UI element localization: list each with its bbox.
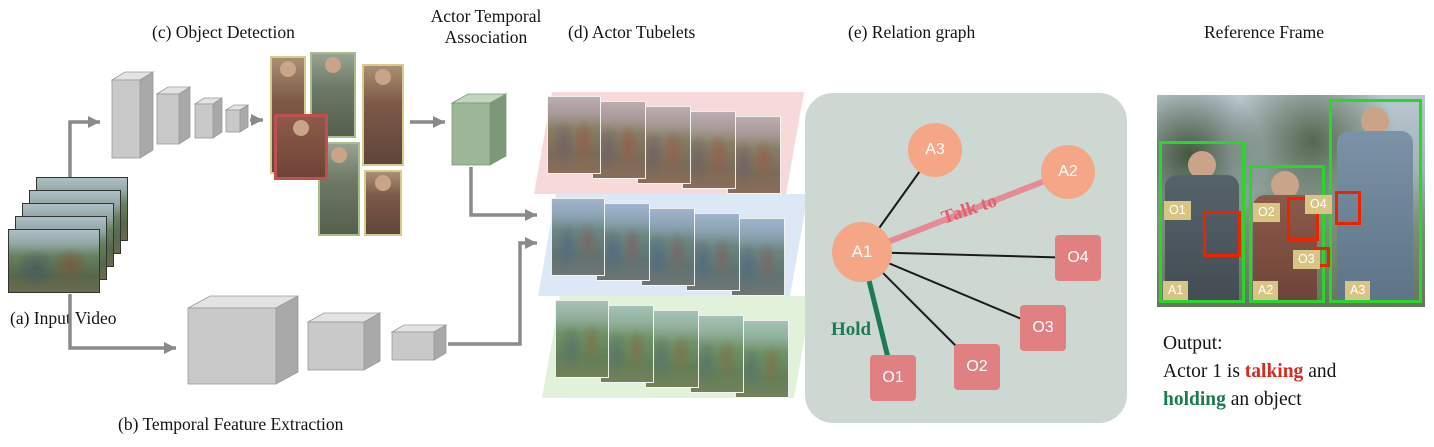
tubelet-frame — [731, 218, 785, 296]
person-figure — [1165, 151, 1239, 303]
relation-graph: A1 A2 A3 O1 O2 O3 O4 Talk to Hold — [805, 93, 1127, 423]
output-holding-word: holding — [1163, 389, 1226, 410]
output-line-2: holding an object — [1163, 386, 1336, 414]
actor-node-a1: A1 — [832, 222, 892, 282]
detected-person-crop — [364, 170, 402, 236]
tubelet-row-red — [545, 94, 797, 196]
tubelet-frame — [637, 106, 691, 184]
output-prefix: Actor 1 is — [1163, 361, 1245, 382]
box-chip-a1: A1 — [1163, 281, 1189, 300]
tubelet-frame — [641, 208, 695, 286]
tubelet-frame — [555, 300, 609, 378]
tubelet-frame — [600, 305, 654, 383]
output-heading: Output: — [1163, 333, 1223, 354]
association-block — [450, 93, 508, 166]
label-temporal-feature-extraction: (b) Temporal Feature Extraction — [118, 414, 344, 434]
edge-a1-a2-talk-to — [860, 169, 1070, 255]
actor-bounding-box-a2 — [1249, 165, 1325, 303]
output-suffix: an object — [1225, 389, 1302, 410]
tubelet-frame — [551, 198, 605, 276]
edge-a1-o3 — [861, 251, 1044, 329]
tubelet-row-green — [553, 298, 805, 400]
actor-node-a2: A2 — [1041, 145, 1095, 199]
object-bounding-box-o1 — [1203, 211, 1241, 257]
detection-crops — [268, 52, 408, 240]
output-text-block: Output: Actor 1 is talking and holding a… — [1163, 330, 1336, 414]
label-reference-frame: Reference Frame — [1204, 22, 1324, 42]
arrow-temporal-to-tubelets — [448, 237, 537, 346]
tubelet-frame — [727, 116, 781, 194]
output-talking-word: talking — [1244, 361, 1304, 382]
box-chip-a2: A2 — [1253, 281, 1279, 300]
detected-person-crop — [362, 64, 404, 166]
label-input-video: (a) Input Video — [10, 308, 117, 328]
object-bounding-box-o2 — [1287, 197, 1319, 241]
tubelet-frame — [596, 203, 650, 281]
reference-frame-image: O1 O2 O3 O4 A1 A2 A3 — [1157, 95, 1425, 307]
box-chip-o4: O4 — [1305, 195, 1332, 214]
arrow-video-to-cnn — [68, 116, 100, 180]
edge-label-hold: Hold — [831, 319, 872, 340]
tubelet-row-blue — [549, 196, 801, 298]
arrow-association-to-tubelets — [469, 167, 537, 221]
tubelet-frame — [547, 96, 601, 174]
tubelet-frame — [735, 320, 789, 398]
object-node-o3: O3 — [1020, 305, 1066, 351]
box-chip-a3: A3 — [1345, 281, 1371, 300]
label-relation-graph: (e) Relation graph — [848, 22, 976, 42]
object-bounding-box-o4 — [1335, 191, 1361, 225]
label-actor-tubelets: (d) Actor Tubelets — [568, 22, 696, 42]
edge-a1-o4 — [861, 251, 1079, 259]
label-object-detection: (c) Object Detection — [152, 22, 295, 42]
object-node-o1: O1 — [870, 355, 916, 401]
output-line-1: Actor 1 is talking and — [1163, 358, 1336, 386]
label-actor-temporal-association: Actor Temporal Association — [430, 6, 542, 47]
tubelet-frame — [686, 213, 740, 291]
output-middle: and — [1303, 361, 1337, 382]
box-chip-o1: O1 — [1164, 201, 1191, 220]
actor-node-a3: A3 — [908, 123, 962, 177]
actor-bounding-box-a1 — [1159, 141, 1245, 303]
video-frame — [8, 229, 100, 293]
box-chip-o3: O3 — [1293, 250, 1320, 269]
tubelet-frame — [645, 310, 699, 388]
tubelet-frame — [682, 111, 736, 189]
temporal-feature-blocks — [187, 295, 448, 385]
person-figure — [1337, 107, 1413, 303]
cnn-blocks — [110, 71, 250, 159]
detected-person-crop-red-box — [274, 114, 328, 180]
object-node-o2: O2 — [954, 344, 1000, 390]
box-chip-o2: O2 — [1253, 203, 1280, 222]
object-node-o4: O4 — [1055, 235, 1101, 281]
